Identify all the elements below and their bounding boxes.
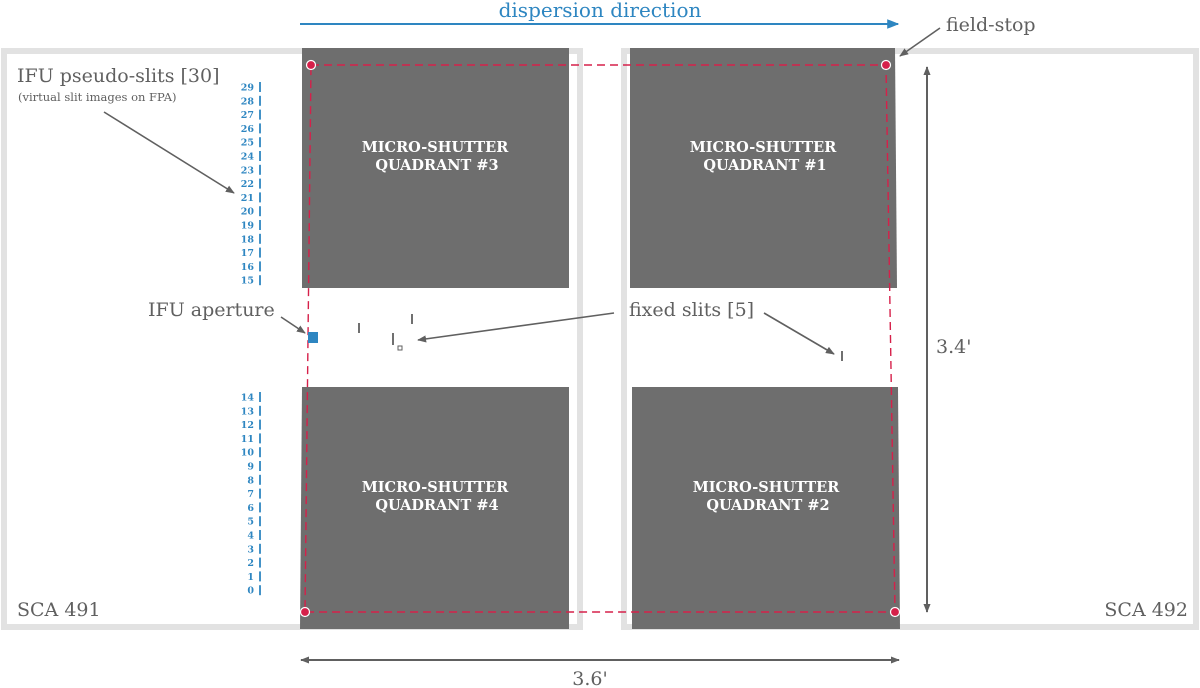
- ifu-slit-number: 8: [247, 475, 254, 486]
- fixed-slit-square: [397, 345, 403, 351]
- ifu-slits-pointer: [103, 111, 235, 194]
- dispersion-direction-label: dispersion direction: [499, 0, 702, 22]
- ifu-slit-number: 2: [247, 558, 254, 569]
- quadrant-3-label-line1: MICRO-SHUTTER: [362, 139, 510, 156]
- quadrant-4-label-line1: MICRO-SHUTTER: [362, 479, 510, 496]
- ifu-slit-number: 14: [241, 393, 255, 404]
- field-stop-corner-tr: [880, 59, 892, 71]
- quadrant-1-label-line1: MICRO-SHUTTER: [690, 139, 838, 156]
- quadrant-2-label-line1: MICRO-SHUTTER: [693, 479, 841, 496]
- field-stop-corner-tl: [305, 59, 317, 71]
- ifu-slit-number: 4: [247, 531, 254, 542]
- ifu-slit-number: 11: [241, 434, 254, 445]
- ifu-slit-number: 5: [247, 517, 254, 528]
- ifu-slit-number: 12: [241, 420, 254, 431]
- ifu-slit-number: 21: [241, 193, 254, 204]
- sca-491-label: SCA 491: [17, 599, 101, 621]
- field-stop-pointer: [899, 27, 941, 57]
- quadrant-1: [630, 48, 897, 288]
- ifu-slit-number: 20: [241, 207, 255, 218]
- ifu-slits-label: IFU pseudo-slits [30]: [17, 65, 220, 87]
- ifu-slit-number: 19: [241, 221, 255, 232]
- ifu-slit-number: 13: [241, 406, 254, 417]
- width-dimension-label: 3.6': [572, 668, 607, 688]
- ifu-slit-number: 10: [241, 448, 255, 459]
- ifu-slit-number: 9: [247, 462, 254, 473]
- fixed-slits-pointer-right: [763, 312, 835, 355]
- ifu-slit-number: 6: [247, 503, 254, 514]
- ifu-slit-number: 18: [241, 234, 255, 245]
- height-dimension-label: 3.4': [936, 336, 971, 358]
- ifu-slit-number: 26: [241, 124, 255, 135]
- quadrant-3-label-line2: QUADRANT #3: [375, 157, 498, 174]
- quadrant-2-label-line2: QUADRANT #2: [706, 497, 829, 514]
- quadrant-1-label-line2: QUADRANT #1: [703, 157, 826, 174]
- ifu-slit-stack-upper: 29 28 27 26 25 24 23 22 21 20 19 18 17 16 15: [241, 82, 261, 287]
- quadrant-4-label-line2: QUADRANT #4: [375, 497, 498, 514]
- ifu-slit-number: 29: [241, 83, 255, 94]
- ifu-slit-number: 1: [247, 572, 254, 583]
- ifu-aperture-pointer: [280, 316, 306, 334]
- ifu-aperture: [308, 332, 318, 343]
- ifu-slit-number: 0: [247, 586, 254, 597]
- sca-491-frame: [1, 48, 583, 630]
- ifu-slit-number: 22: [241, 179, 254, 190]
- ifu-slit-number: 27: [241, 110, 254, 121]
- ifu-slit-number: 15: [241, 276, 254, 287]
- ifu-slit-number: 16: [241, 262, 255, 273]
- ifu-slit-number: 24: [241, 152, 255, 163]
- field-stop-label: field-stop: [946, 14, 1036, 36]
- ifu-slit-number: 28: [241, 96, 255, 107]
- quadrant-3: [302, 48, 569, 288]
- quadrant-4: [300, 387, 569, 629]
- ifu-slit-number: 17: [241, 248, 254, 259]
- ifu-slit-number: 23: [241, 165, 254, 176]
- ifu-slits-sublabel: (virtual slit images on FPA): [18, 90, 177, 104]
- ifu-slit-number: 3: [247, 544, 254, 555]
- ifu-slit-number: 7: [247, 489, 254, 500]
- field-stop-corner-br: [889, 606, 901, 618]
- fixed-slits-label: fixed slits [5]: [629, 299, 754, 321]
- ifu-aperture-label: IFU aperture: [148, 299, 275, 321]
- fixed-slits-pointer-left: [417, 312, 615, 343]
- sca-492-frame: [621, 48, 1199, 630]
- quadrant-2: [632, 387, 900, 629]
- ifu-slit-number: 25: [241, 138, 254, 149]
- sca-492-label: SCA 492: [1104, 599, 1188, 621]
- field-stop-corner-bl: [299, 606, 311, 618]
